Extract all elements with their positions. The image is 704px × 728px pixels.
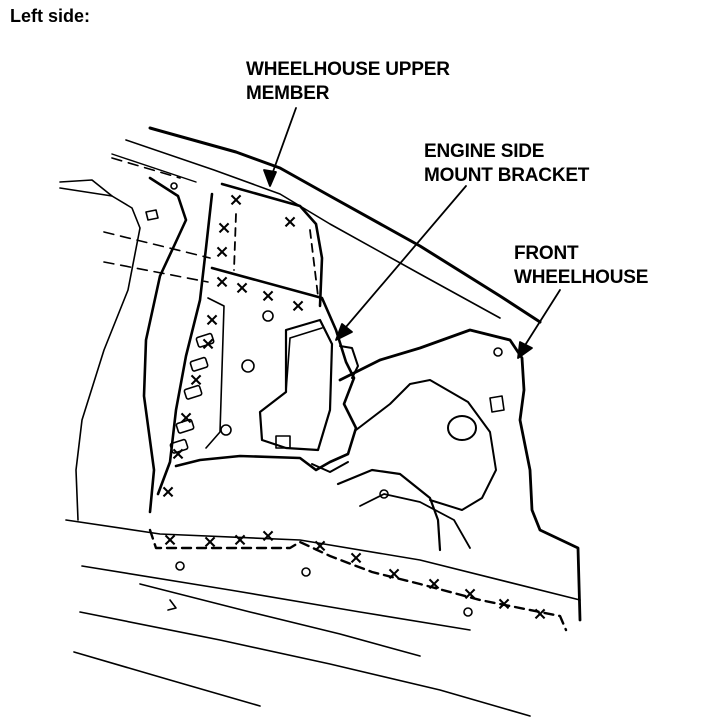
bracket-box-inner: [286, 328, 322, 392]
left-pillar-edge: [144, 178, 186, 512]
label-line: ENGINE SIDE: [424, 141, 545, 162]
pillar-inner-edge: [158, 194, 212, 494]
spot-weld-mark: ×: [348, 548, 363, 569]
upper-rail-edge: [150, 128, 540, 322]
label-line: MEMBER: [246, 83, 330, 104]
spot-weld-mark: ×: [178, 408, 193, 429]
front-panel-top: [60, 180, 112, 196]
label-line: WHEELHOUSE: [514, 267, 649, 288]
leader-wheelhouse-upper-member: [264, 108, 296, 186]
spot-weld-mark: ×: [532, 604, 547, 625]
leader-engine-side-mount-bracket: [336, 186, 466, 340]
spot-weld-mark: ×: [496, 594, 511, 615]
wheelhouse-arch-inner: [360, 494, 470, 548]
bolt-hole: [263, 311, 273, 321]
spot-weld-mark: ×: [188, 370, 203, 391]
floor-line-3: [140, 584, 420, 656]
front-wheelhouse-inner: [356, 380, 496, 510]
wheelhouse-tab: [490, 396, 504, 412]
left-inner-panel: [60, 188, 140, 520]
floor-hole: [302, 568, 310, 576]
pillar-slot: [176, 419, 194, 433]
spot-weld-mark: ×: [204, 310, 219, 331]
spot-weld-mark: ×: [214, 272, 229, 293]
weld-marks: ×××××××××××××××××××××××××: [160, 190, 547, 625]
bracket-left-rib: [206, 298, 224, 448]
floor-hole: [176, 562, 184, 570]
diagram-title: Left side:: [10, 6, 91, 26]
floor-line-2: [80, 612, 530, 716]
spot-weld-mark: ×: [386, 564, 401, 585]
bolt-hole: [171, 183, 177, 189]
spot-weld-mark: ×: [170, 444, 185, 465]
pillar-slot: [190, 357, 208, 371]
bracket-box: [260, 320, 332, 450]
pillar-slot: [170, 439, 188, 453]
wheelhouse-large-hole: [448, 416, 476, 440]
label-engine-side-mount-bracket: ENGINE SIDE MOUNT BRACKET: [424, 140, 589, 188]
front-wheelhouse-outline: [340, 330, 580, 620]
label-front-wheelhouse: FRONT WHEELHOUSE: [514, 242, 648, 290]
upper-rail-lower-edge: [112, 154, 196, 182]
spot-weld-mark: ×: [228, 190, 243, 211]
wheelhouse-small-hole: [494, 348, 502, 356]
floor-hole: [464, 608, 472, 616]
spot-weld-mark: ×: [426, 574, 441, 595]
upper-rail-inner-edge: [126, 140, 500, 318]
pillar-slot: [196, 333, 214, 347]
spot-weld-mark: ×: [312, 536, 327, 557]
pillar-slot: [184, 385, 202, 399]
spot-weld-mark: ×: [260, 286, 275, 307]
floor-line-4: [74, 652, 260, 706]
wheelhouse-arch: [338, 470, 440, 550]
spot-weld-mark: ×: [216, 218, 231, 239]
wheelhouse-upper-member-dashed-right: [310, 230, 318, 296]
spot-weld-mark: ×: [214, 242, 229, 263]
bolt-hole: [242, 360, 254, 372]
wheelhouse-small-hole: [380, 490, 388, 498]
bolt-hole: [221, 425, 231, 435]
spot-weld-mark: ×: [162, 530, 177, 551]
spot-weld-mark: ×: [232, 530, 247, 551]
spot-weld-mark: ×: [290, 296, 305, 317]
lower-frame-weld-seam: [150, 530, 566, 630]
upper-member-top-dashes: [104, 158, 210, 282]
spot-weld-mark: ×: [202, 532, 217, 553]
spot-weld-mark: ×: [282, 212, 297, 233]
label-wheelhouse-upper-member: WHEELHOUSE UPPER MEMBER: [246, 58, 450, 106]
spot-weld-mark: ×: [234, 278, 249, 299]
leader-front-wheelhouse: [518, 290, 560, 358]
label-line: WHEELHOUSE UPPER: [246, 59, 450, 80]
bracket-slot: [276, 436, 290, 448]
bracket-flange-lower: [312, 462, 348, 472]
wheelhouse-upper-member-dashed-left: [234, 214, 236, 270]
spot-weld-mark: ×: [462, 584, 477, 605]
wheelhouse-upper-member-outline: [222, 184, 322, 306]
square-hole: [146, 210, 158, 220]
floor-notch: [168, 600, 176, 610]
spot-weld-mark: ×: [160, 482, 175, 503]
floor-line-1: [82, 566, 470, 630]
label-line: FRONT: [514, 243, 579, 264]
label-line: MOUNT BRACKET: [424, 165, 590, 186]
spot-weld-mark: ×: [260, 526, 275, 547]
lower-frame-top: [66, 520, 580, 600]
